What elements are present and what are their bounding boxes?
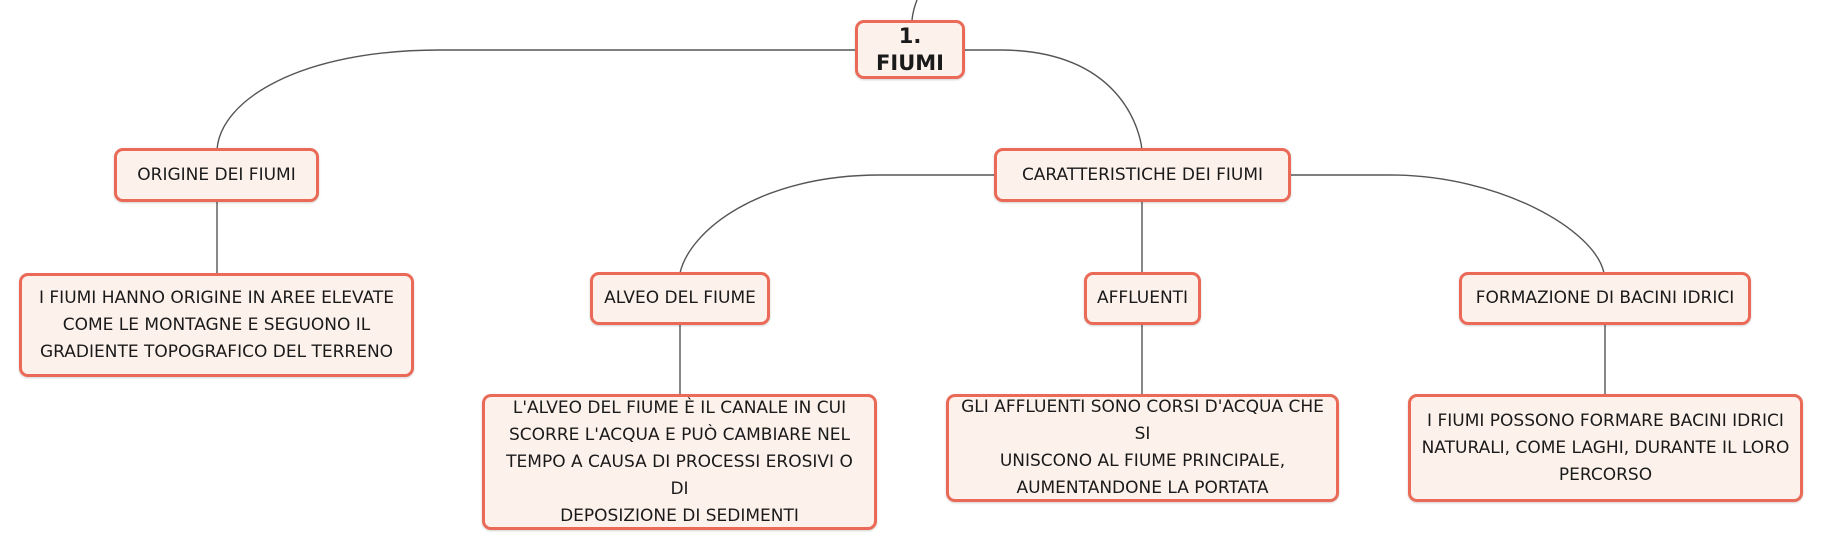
node-caratteristiche-dei-fiumi[interactable]: CARATTERISTICHE DEI FIUMI: [994, 148, 1291, 202]
node-root-fiumi[interactable]: 1. FIUMI: [855, 20, 965, 79]
node-origine-dei-fiumi[interactable]: ORIGINE DEI FIUMI: [114, 148, 319, 202]
connector-root-to-caratteristiche: [965, 49, 1143, 151]
connector-root-to-origine: [216, 49, 855, 151]
node-affluenti-detail-text: GLI AFFLUENTI SONO CORSI D'ACQUA CHE SI …: [961, 397, 1324, 498]
connector-caratteristiche-to-alveo: [679, 174, 994, 274]
node-root-label: 1. FIUMI: [876, 23, 944, 75]
node-bacini-detail-text: I FIUMI POSSONO FORMARE BACINI IDRICI NA…: [1421, 410, 1790, 485]
connector-caratteristiche-to-bacini: [1291, 174, 1605, 274]
node-alveo-label: ALVEO DEL FIUME: [604, 288, 756, 308]
node-affluenti-label: AFFLUENTI: [1096, 288, 1189, 308]
node-alveo-detail[interactable]: L'ALVEO DEL FIUME È IL CANALE IN CUI SCO…: [482, 394, 877, 530]
node-caratteristiche-label: CARATTERISTICHE DEI FIUMI: [1021, 164, 1264, 185]
connector-parent-to-root: [911, 0, 918, 21]
node-bacini-label: FORMAZIONE DI BACINI IDRICI: [1475, 288, 1735, 308]
node-bacini-detail[interactable]: I FIUMI POSSONO FORMARE BACINI IDRICI NA…: [1408, 394, 1803, 502]
node-origine-label: ORIGINE DEI FIUMI: [137, 164, 296, 185]
node-alveo-del-fiume[interactable]: ALVEO DEL FIUME: [590, 272, 770, 325]
node-origine-detail-text: I FIUMI HANNO ORIGINE IN AREE ELEVATE CO…: [38, 287, 395, 362]
node-affluenti[interactable]: AFFLUENTI: [1084, 272, 1201, 325]
node-origine-detail[interactable]: I FIUMI HANNO ORIGINE IN AREE ELEVATE CO…: [19, 273, 414, 377]
node-affluenti-detail[interactable]: GLI AFFLUENTI SONO CORSI D'ACQUA CHE SI …: [946, 394, 1339, 502]
node-formazione-di-bacini-idrici[interactable]: FORMAZIONE DI BACINI IDRICI: [1459, 272, 1751, 325]
node-alveo-detail-text: L'ALVEO DEL FIUME È IL CANALE IN CUI SCO…: [506, 397, 853, 526]
